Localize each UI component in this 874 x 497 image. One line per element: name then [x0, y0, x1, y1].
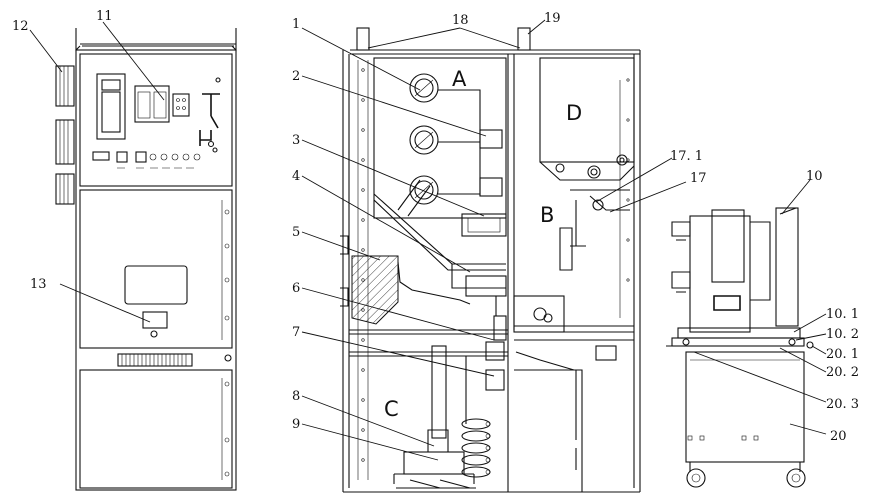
callout-13: 13 — [30, 277, 47, 292]
callout-17: 17 — [690, 171, 707, 186]
callout-10-1: 10. 1 — [826, 307, 859, 322]
zone-c: C — [384, 397, 399, 421]
side-section-view — [340, 27, 641, 493]
callout-labels: 12 11 13 1 18 19 2 3 4 5 6 7 8 9 17. 1 1… — [12, 9, 859, 444]
callout-1: 1 — [292, 17, 300, 32]
callout-20-1: 20. 1 — [826, 347, 859, 362]
zone-d: D — [566, 101, 582, 125]
zone-b: B — [540, 203, 554, 227]
callout-20: 20 — [830, 429, 847, 444]
breaker-trolley-view — [666, 207, 814, 488]
callout-10-2: 10. 2 — [826, 327, 859, 342]
callout-20-3: 20. 3 — [826, 397, 859, 412]
callout-18: 18 — [452, 13, 469, 28]
callout-17-1: 17. 1 — [670, 149, 703, 164]
callout-7: 7 — [292, 325, 300, 340]
callout-4: 4 — [292, 169, 300, 184]
callout-10: 10 — [806, 169, 823, 184]
front-view — [55, 28, 237, 491]
zone-a: A — [452, 67, 467, 91]
callout-2: 2 — [292, 69, 300, 84]
leader-lines — [29, 19, 827, 461]
zone-labels: A B C D — [384, 67, 582, 421]
callout-11: 11 — [96, 9, 113, 24]
callout-19: 19 — [544, 11, 561, 26]
callout-20-2: 20. 2 — [826, 365, 859, 380]
callout-12: 12 — [12, 19, 29, 34]
callout-6: 6 — [292, 281, 300, 296]
callout-3: 3 — [292, 133, 300, 148]
callout-5: 5 — [292, 225, 300, 240]
callout-9: 9 — [292, 417, 300, 432]
callout-8: 8 — [292, 389, 300, 404]
